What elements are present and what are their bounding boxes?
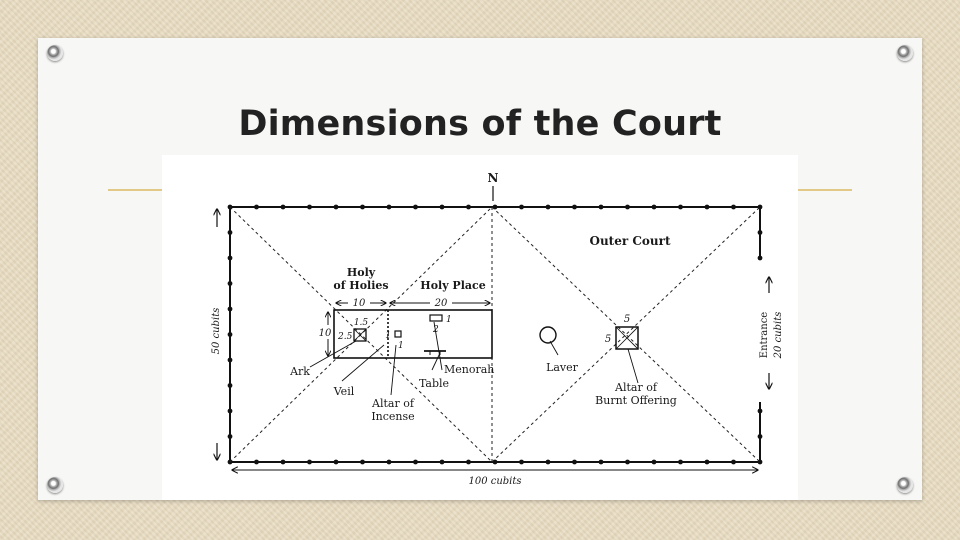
pushpin-bottom-left-icon [47, 477, 63, 493]
fence-post [704, 204, 710, 210]
fence-post [413, 459, 418, 465]
court-diagram: N Outer Court Holy of Holies Holy Place … [162, 155, 798, 500]
fence-post [280, 204, 286, 210]
fence-post [731, 459, 736, 465]
fence-posts [227, 204, 763, 465]
incense-dim-2: 1 [398, 341, 404, 351]
fence-post [333, 459, 339, 465]
fence-post [413, 204, 418, 210]
fence-post [386, 204, 392, 210]
fence-post [227, 434, 233, 439]
outer-court-fence [229, 206, 761, 463]
fence-post [386, 459, 392, 465]
fence-post [254, 204, 259, 210]
ark-dim-2: 2.5 [337, 332, 353, 342]
fence-post [227, 357, 233, 363]
fence-post [545, 204, 551, 210]
fence-post [757, 230, 763, 235]
slide-title: Dimensions of the Court [238, 104, 722, 144]
fence-post [545, 459, 551, 465]
north-label: N [488, 171, 499, 185]
fence-post [227, 383, 233, 388]
fence-post [757, 255, 763, 261]
holy-of-holies-label-2: of Holies [333, 279, 388, 292]
fence-post [227, 306, 233, 312]
fence-post [307, 204, 312, 210]
fence-post [519, 459, 524, 465]
fence-post [307, 459, 312, 465]
ark-label: Ark [289, 365, 310, 378]
fence-post [439, 204, 445, 210]
fence-post [466, 204, 471, 210]
fence-post [704, 459, 710, 465]
fence-post [757, 434, 763, 439]
holies-width-dim: 10 [353, 298, 366, 309]
tabernacle [333, 309, 493, 359]
title-rule-right [792, 189, 852, 191]
altar-of-burnt-offering-label-2: Burnt Offering [595, 394, 677, 407]
fence-post [625, 459, 630, 465]
fence-post [757, 408, 763, 414]
veil-label: Veil [333, 385, 355, 398]
fence-post [333, 204, 339, 210]
left-dimension-label: 50 cubits [211, 308, 222, 355]
altar-of-burnt-offering-icon [615, 326, 639, 350]
fence-post [227, 332, 233, 337]
fence-post [598, 204, 604, 210]
holy-of-holies-label-1: Holy [347, 266, 376, 279]
outer-court-label: Outer Court [590, 234, 671, 248]
fence-post [572, 204, 577, 210]
bottom-dimension-label: 100 cubits [468, 476, 521, 487]
laver-icon [539, 326, 557, 344]
altar-dim-left: 5 [605, 334, 611, 345]
menorah-label: Menorah [444, 363, 494, 376]
ark-icon [353, 328, 367, 342]
fence-post [466, 459, 471, 465]
fence-post [227, 230, 233, 235]
ark-dim-1: 1.5 [354, 318, 369, 328]
pushpin-bottom-right-icon [897, 477, 913, 493]
fence-post [227, 255, 233, 261]
altar-of-burnt-offering-label-1: Altar of [614, 381, 658, 394]
pushpin-top-left-icon [47, 45, 63, 61]
altar-of-incense-label-1: Altar of [371, 397, 415, 410]
table-label: Table [419, 377, 449, 390]
fence-post [625, 204, 630, 210]
entrance-width-label: 20 cubits [773, 312, 784, 360]
fence-post [227, 281, 233, 286]
fence-post [572, 459, 577, 465]
table-dim-1: 1 [446, 315, 452, 325]
fence-post [254, 459, 259, 465]
diagonal-guides [229, 206, 761, 463]
holies-height-dim: 10 [319, 328, 332, 339]
fence-post [651, 459, 657, 465]
altar-of-incense-label-2: Incense [371, 410, 414, 423]
altar-of-incense-icon [394, 330, 402, 338]
fence-post [439, 459, 445, 465]
fence-post [598, 459, 604, 465]
laver-label: Laver [546, 361, 579, 374]
fence-post [678, 459, 683, 465]
holy-place-width-dim: 20 [434, 298, 448, 309]
fence-post [731, 204, 736, 210]
holy-place-label: Holy Place [420, 279, 485, 292]
fence-post [280, 459, 286, 465]
pushpin-top-right-icon [897, 45, 913, 61]
fence-post [227, 408, 233, 414]
fence-post [651, 204, 657, 210]
fence-post [678, 204, 683, 210]
fence-post [519, 204, 524, 210]
incense-dim-1: 1 [385, 331, 391, 341]
entrance-label: Entrance [759, 312, 770, 359]
leader-lines [309, 321, 639, 396]
title-rule-left [108, 189, 166, 191]
fence-post [360, 204, 365, 210]
table-icon [429, 314, 443, 322]
altar-dim-top: 5 [624, 314, 630, 325]
fence-post [360, 459, 365, 465]
